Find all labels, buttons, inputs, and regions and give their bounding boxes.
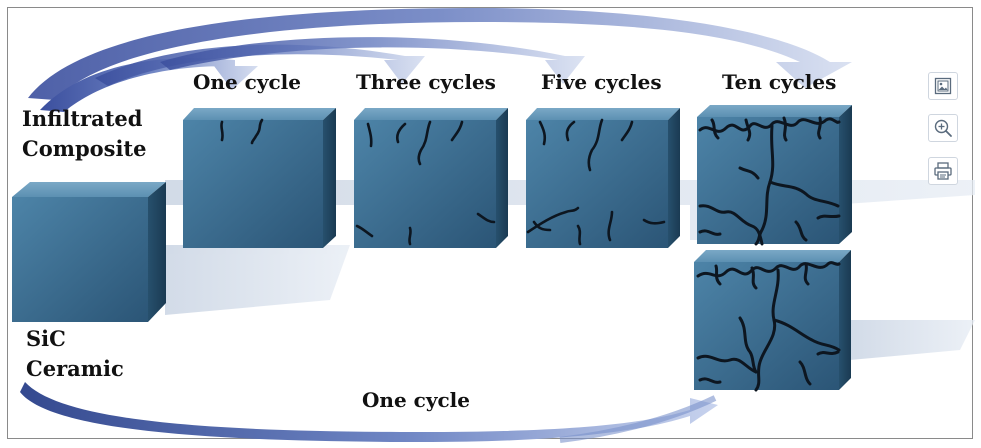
- arrow-to-three-cycles: [95, 44, 425, 86]
- three-cycles-label: Three cycles: [356, 70, 496, 94]
- cube-ten-cycles: [697, 105, 852, 246]
- infiltrated-line: Infiltrated: [22, 106, 143, 131]
- cracks: [355, 120, 496, 246]
- ten-cycles-label: Ten cycles: [722, 70, 837, 94]
- composite-line: Composite: [22, 136, 147, 161]
- cube-one-cycle: [183, 108, 336, 248]
- image-icon: [934, 77, 952, 95]
- cracks: [526, 118, 666, 246]
- big-top-arrow: [28, 8, 852, 100]
- infiltrated-composite-label: Infiltrated Composite: [22, 104, 147, 164]
- cube-five-cycles: [526, 108, 680, 248]
- zoom-button[interactable]: [928, 114, 958, 142]
- cracks: [698, 116, 841, 246]
- cracks: [220, 118, 264, 145]
- cracks: [696, 261, 841, 392]
- bottom-arrow: [20, 382, 718, 443]
- ceramic-line: Ceramic: [26, 356, 124, 381]
- five-cycles-label: Five cycles: [541, 70, 662, 94]
- cube-three-cycles: [354, 108, 508, 248]
- one-cycle-label: One cycle: [193, 70, 301, 94]
- cube-bottom-one-cycle: [694, 250, 851, 392]
- one-cycle-bottom-label: One cycle: [362, 388, 470, 412]
- print-button[interactable]: [928, 157, 958, 185]
- top-arrows: [28, 8, 852, 112]
- view-image-button[interactable]: [928, 72, 958, 100]
- sic-line: SiC: [26, 326, 66, 351]
- zoom-in-icon: [934, 119, 952, 137]
- sic-ceramic-label: SiC Ceramic: [26, 324, 124, 384]
- print-icon: [934, 162, 952, 180]
- arrow-to-five-cycles: [160, 37, 585, 84]
- sic-cube: [12, 182, 166, 322]
